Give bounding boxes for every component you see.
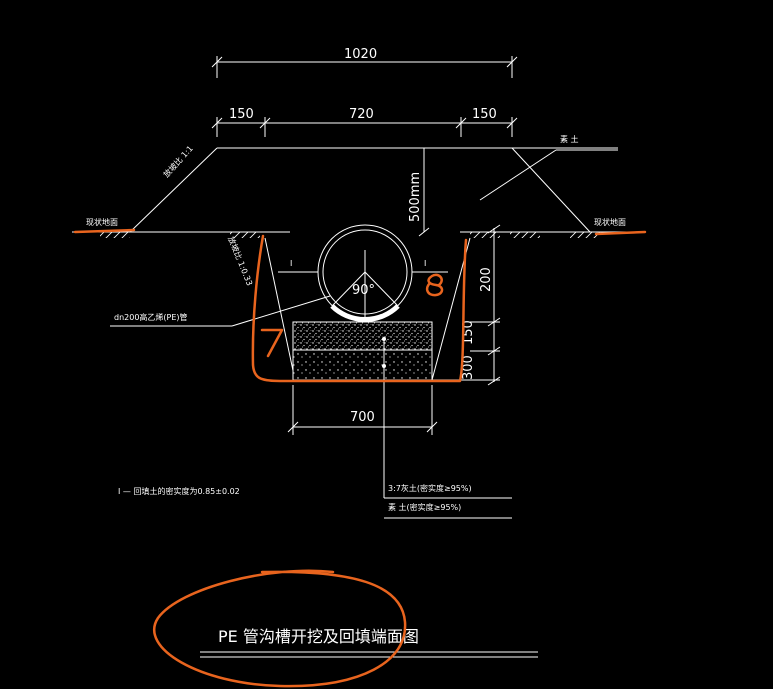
- compaction-note: I — 回填土的密实度为0.85±0.02: [118, 486, 240, 496]
- angle-label: 90°: [352, 283, 375, 298]
- dimension-1020-label: 1020: [344, 47, 377, 62]
- dimension-700-label: 700: [350, 410, 375, 425]
- section-marks: I I: [278, 259, 448, 273]
- drawing-title: PE 管沟槽开挖及回填端面图: [218, 627, 419, 646]
- right-dimensions: 200 150 300: [432, 224, 501, 386]
- pipe-label: dn200高乙烯(PE)管: [114, 312, 188, 322]
- ground-right-label: 现状地面: [594, 217, 626, 227]
- ground-line: [72, 231, 645, 238]
- hand-annotations: [73, 228, 647, 688]
- dimension-150-side: 150: [461, 320, 476, 345]
- dimension-720: 720: [349, 107, 374, 122]
- fill-soil-callout: 素 土: [479, 134, 618, 201]
- embankment: [129, 147, 618, 237]
- bedding-layers: [292, 321, 512, 519]
- ground-left-label: 现状地面: [86, 217, 118, 227]
- depth-label: 500mm: [408, 172, 423, 222]
- section-left: I: [290, 259, 292, 268]
- pipe: 90°: [317, 224, 413, 322]
- dimension-300: 300: [461, 355, 476, 380]
- dimension-150-left: 150: [229, 107, 254, 122]
- layer-2-label: 素 土(密实度≥95%): [388, 502, 461, 512]
- section-right: I: [424, 259, 426, 268]
- slope-bottom-label: 放坡比 1:0.33: [226, 235, 255, 287]
- dimension-700: 700: [287, 385, 438, 435]
- dimension-200: 200: [479, 267, 494, 292]
- layer-1-label: 3:7灰土(密实度≥95%): [388, 483, 472, 493]
- dimension-row-2: 150 720 150: [211, 107, 518, 137]
- dimension-1020: 1020: [211, 47, 518, 78]
- pipe-callout: dn200高乙烯(PE)管: [110, 295, 331, 327]
- dimension-150-right: 150: [472, 107, 497, 122]
- fill-soil-label: 素 土: [560, 134, 579, 144]
